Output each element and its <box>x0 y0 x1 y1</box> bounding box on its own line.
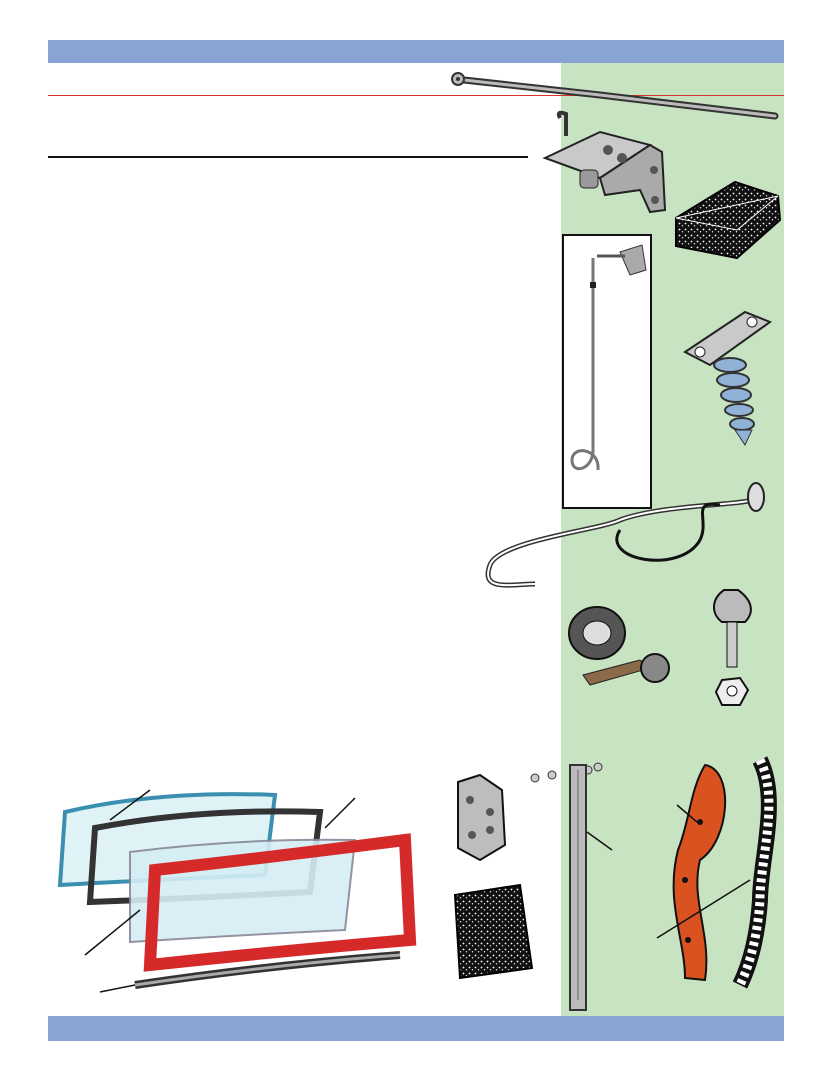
door-striker-plate <box>457 773 507 862</box>
small-screws <box>530 762 603 783</box>
hood-hinge-bracket <box>542 110 667 214</box>
weatherstrip-foam-pad <box>453 883 534 980</box>
hood-bumper-bolt-and-nut <box>713 589 752 706</box>
header-band <box>48 40 784 63</box>
hood-latch-rod <box>562 234 652 509</box>
latch-striker-spring <box>683 310 773 447</box>
black-divider-rule <box>48 156 528 158</box>
windshield-assembly-exploded <box>57 789 417 993</box>
weatherstrip-roll <box>732 756 777 989</box>
red-divider-rule <box>48 95 784 96</box>
door-seal-rubber-gasket <box>656 763 751 982</box>
footer-band <box>48 1016 784 1041</box>
window-channel-rail <box>569 764 613 1011</box>
hood-prop-rod <box>451 72 779 120</box>
trunk-lock-cylinder-with-key <box>568 606 670 686</box>
rubber-bumper-block <box>675 180 782 260</box>
hood-release-cable <box>485 482 765 588</box>
